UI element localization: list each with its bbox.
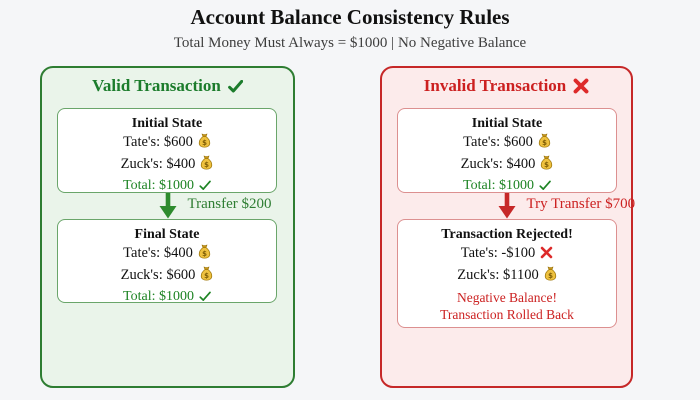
zuck-balance-row: Zuck's: $400 (398, 154, 616, 176)
tate-balance-row: Tate's: $600 (398, 132, 616, 154)
valid-panel-heading-label: Valid Transaction (92, 76, 221, 95)
check-icon (199, 180, 211, 190)
invalid-transaction-panel: Invalid Transaction Initial State Tate's… (380, 66, 635, 388)
page-title: Account Balance Consistency Rules (190, 5, 510, 29)
cross-icon (573, 78, 589, 94)
invalid-transfer-arrow-zone: Try Transfer $700 (382, 193, 635, 219)
invalid-panel-heading-label: Invalid Transaction (423, 76, 567, 95)
zuck-balance-label: Zuck's: $600 (120, 266, 196, 283)
zuck-balance-label: Zuck's: $400 (460, 155, 536, 172)
transaction-rejected-box: Transaction Rejected! Tate's: -$100 Zuck… (397, 219, 617, 328)
error-line-2: Transaction Rolled Back (440, 307, 574, 322)
tate-balance-row: Tate's: -$100 (398, 243, 616, 265)
check-icon (539, 180, 551, 190)
arrow-down-icon (496, 193, 518, 219)
state-box-title: Initial State (471, 116, 543, 131)
zuck-balance-row: Zuck's: $1100 (398, 265, 616, 287)
state-box-title: Transaction Rejected! (441, 227, 573, 242)
total-row: Total: $1000 (58, 176, 276, 195)
total-label: Total: $1000 (463, 178, 534, 193)
total-row: Total: $1000 (58, 287, 276, 306)
zuck-balance-row: Zuck's: $400 (58, 154, 276, 176)
invalid-panel-heading: Invalid Transaction (382, 76, 631, 96)
money-bag-icon (201, 154, 213, 170)
try-transfer-label: Try Transfer $700 (526, 196, 636, 212)
state-box-title: Initial State (131, 116, 203, 131)
valid-transfer-arrow-zone: Transfer $200 (42, 193, 293, 219)
money-bag-icon (541, 154, 553, 170)
tate-balance-row: Tate's: $600 (58, 132, 276, 154)
total-label: Total: $1000 (123, 289, 194, 304)
arrow-down-icon (157, 193, 179, 219)
error-line-1: Negative Balance! (456, 290, 558, 305)
check-icon (199, 291, 211, 301)
tate-balance-label: Tate's: -$100 (460, 245, 536, 261)
tate-balance-label: Tate's: $600 (463, 134, 533, 150)
check-icon (227, 79, 243, 92)
money-bag-icon (538, 133, 551, 148)
cross-icon (540, 246, 553, 259)
tate-balance-label: Tate's: $600 (123, 134, 193, 150)
tate-balance-label: Tate's: $400 (123, 245, 193, 261)
invalid-initial-state-box: Initial State Tate's: $600 Zuck's: $400 … (397, 108, 617, 193)
total-row: Total: $1000 (398, 176, 616, 195)
state-box-title: Final State (134, 227, 200, 242)
valid-panel-heading: Valid Transaction (42, 76, 293, 96)
money-bag-icon (198, 244, 211, 259)
zuck-balance-label: Zuck's: $400 (120, 155, 196, 172)
money-bag-icon (544, 265, 556, 281)
page-subtitle: Total Money Must Always = $1000 | No Neg… (173, 35, 527, 51)
zuck-balance-label: Zuck's: $1100 (457, 266, 539, 283)
valid-initial-state-box: Initial State Tate's: $600 Zuck's: $400 … (57, 108, 277, 193)
total-label: Total: $1000 (123, 178, 194, 193)
zuck-balance-row: Zuck's: $600 (58, 265, 276, 287)
money-bag-icon (198, 133, 211, 148)
valid-transaction-panel: Valid Transaction Initial State Tate's: … (40, 66, 295, 388)
money-bag-icon (201, 265, 213, 281)
valid-final-state-box: Final State Tate's: $400 Zuck's: $600 To… (57, 219, 277, 306)
transfer-label: Transfer $200 (187, 196, 272, 212)
tate-balance-row: Tate's: $400 (58, 243, 276, 265)
